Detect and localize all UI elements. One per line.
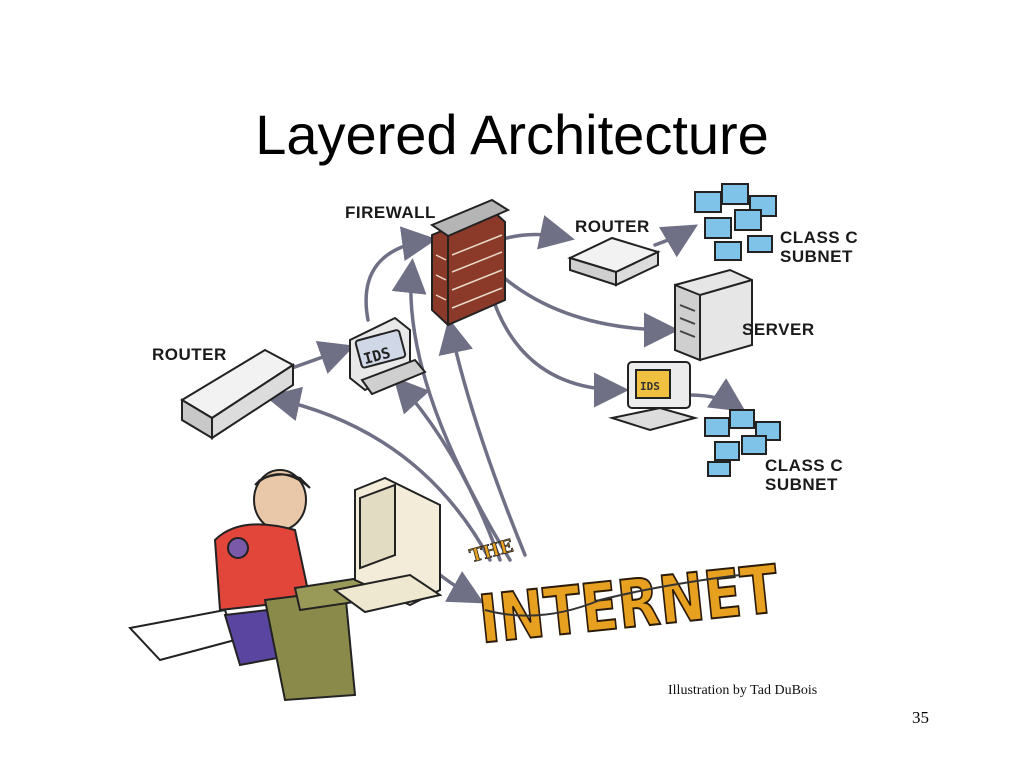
ids-monitor-label: IDS [640, 380, 660, 393]
arrow-hacker-to-firewall-2 [438, 318, 527, 557]
arrow-firewall-to-ids-monitor [488, 288, 629, 408]
hacker-figure-icon [128, 469, 370, 702]
firewall-label: FIREWALL [345, 203, 436, 222]
subnet-bottom-computers-icon [704, 409, 781, 477]
internet-logo-the: THE [467, 536, 515, 568]
arrow-router-to-subnet [653, 224, 699, 258]
arrow-computer-to-internet [438, 571, 485, 604]
router-left-label: ROUTER [152, 345, 227, 364]
internet-logo-text: INTERNET [475, 551, 781, 659]
internet-logo: THE INTERNET [467, 535, 783, 659]
subnet-bottom-label-1: CLASS C [765, 456, 843, 475]
page-number: 35 [912, 708, 929, 727]
router-top-label: ROUTER [575, 217, 650, 236]
firewall-icon [429, 198, 511, 327]
arrow-hacker-to-firewall [391, 258, 512, 562]
router-left-icon [180, 348, 295, 440]
subnet-bottom-label-2: SUBNET [765, 475, 838, 494]
ids-monitor-icon [608, 361, 699, 432]
illustration-credit: Illustration by Tad DuBois [668, 683, 818, 698]
subnet-top-label-2: SUBNET [780, 247, 853, 266]
hacker-computer-icon [332, 476, 443, 614]
router-top-icon [567, 236, 661, 287]
ids-device-icon [349, 316, 427, 396]
slide-title: Layered Architecture [255, 103, 769, 166]
arrow-ids-monitor-to-subnet [688, 378, 746, 412]
arrow-router-to-ids [290, 340, 355, 374]
subnet-top-label-1: CLASS C [780, 228, 858, 247]
arrow-firewall-to-router [498, 215, 575, 250]
arrow-hacker-to-router [265, 386, 492, 562]
server-label: SERVER [742, 320, 815, 339]
arrow-firewall-to-server [493, 268, 679, 348]
subnet-top-computers-icon [694, 183, 777, 261]
server-icon [674, 268, 753, 362]
arrow-ids-to-firewall [364, 226, 437, 322]
